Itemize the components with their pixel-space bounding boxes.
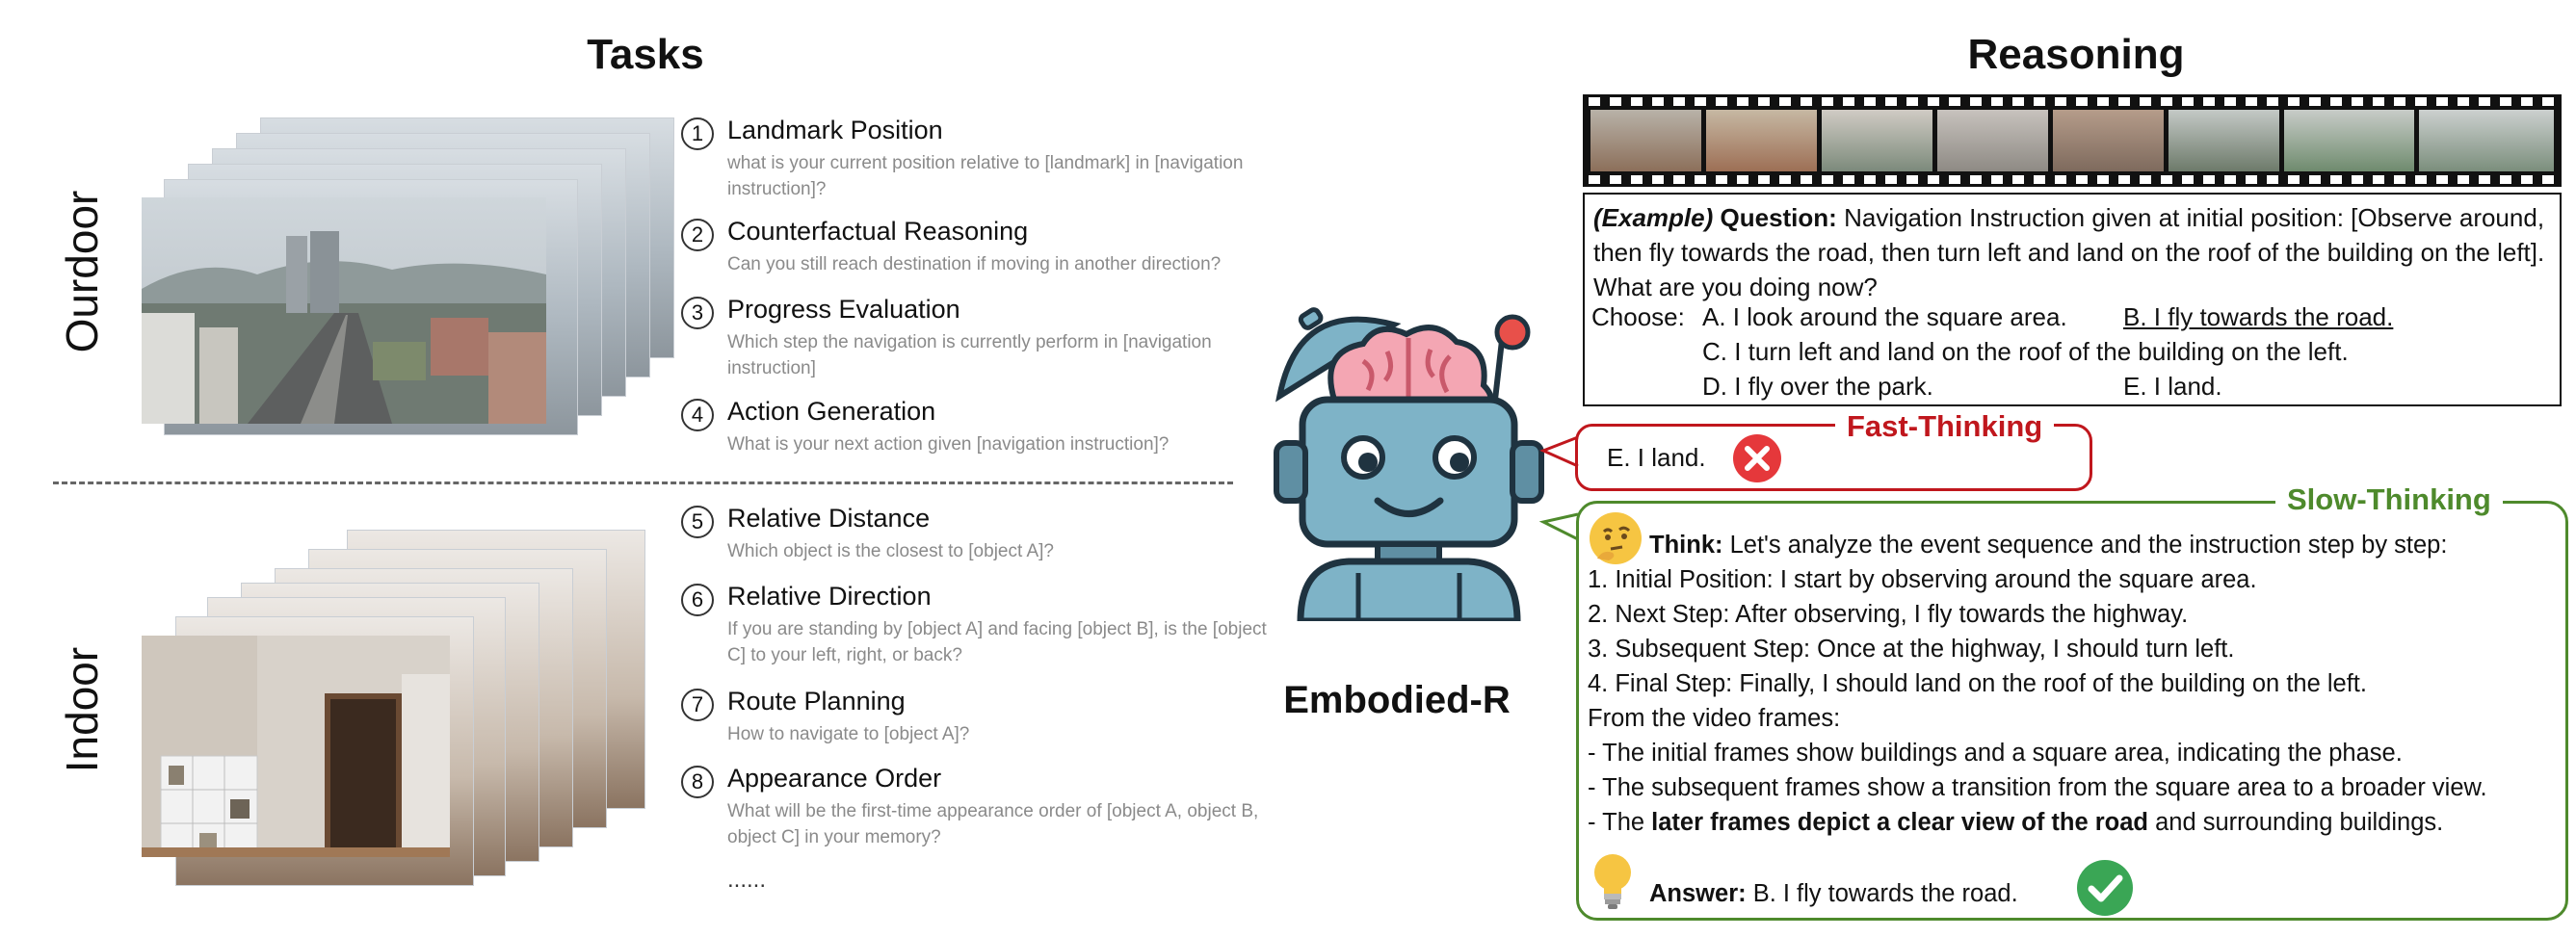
fast-pointer bbox=[1539, 435, 1579, 468]
video-frame bbox=[2169, 110, 2279, 171]
reasoning-heading: Reasoning bbox=[1967, 31, 2185, 78]
task-number: 1 bbox=[681, 117, 714, 150]
task-number: 4 bbox=[681, 399, 714, 431]
video-frame bbox=[1590, 110, 1701, 171]
choice-a: A. I look around the square area. bbox=[1702, 302, 2067, 331]
step-2: 2. Next Step: After observing, I fly tow… bbox=[1588, 601, 2189, 628]
task-description: Can you still reach destination if movin… bbox=[727, 254, 1222, 274]
step-4: 4. Final Step: Finally, I should land on… bbox=[1588, 670, 2367, 697]
question-box: (Example) Question: Navigation Instructi… bbox=[1583, 193, 2562, 406]
observation-3-prefix: - The bbox=[1588, 809, 1652, 836]
task-description: what is your current position relative t… bbox=[727, 153, 1244, 199]
task-number: 2 bbox=[681, 219, 714, 251]
indoor-room-photo bbox=[142, 636, 450, 857]
answer-line: Answer: B. I fly towards the road. bbox=[1649, 880, 2018, 908]
video-frame bbox=[2419, 110, 2554, 171]
question-label: Question: bbox=[1720, 203, 1837, 232]
task-number: 8 bbox=[681, 766, 714, 798]
choice-e: E. I land. bbox=[2123, 372, 2222, 401]
tasks-heading: Tasks bbox=[587, 31, 704, 78]
video-frames-intro: From the video frames: bbox=[1588, 705, 1841, 732]
slow-thinking-box bbox=[1576, 501, 2568, 921]
task-description: What is your next action given [navigati… bbox=[727, 434, 1170, 455]
task-description: Which step the navigation is currently p… bbox=[727, 332, 1212, 378]
outdoor-label: Ourdoor bbox=[57, 190, 107, 353]
question-text: (Example) Question: Navigation Instructi… bbox=[1593, 200, 2547, 304]
slow-thinking-label: Slow-Thinking bbox=[2275, 482, 2503, 517]
answer-label: Answer: bbox=[1649, 880, 1747, 907]
robot-icon bbox=[1274, 307, 1544, 621]
observation-2: - The subsequent frames show a transitio… bbox=[1588, 774, 2487, 801]
thinking-face-icon bbox=[1590, 512, 1642, 564]
fast-answer: E. I land. bbox=[1607, 443, 1706, 472]
answer-text: B. I fly towards the road. bbox=[1752, 880, 2018, 907]
task-number: 6 bbox=[681, 584, 714, 616]
section-divider bbox=[53, 482, 1233, 484]
fast-thinking-box bbox=[1575, 424, 2092, 491]
fast-thinking-label: Fast-Thinking bbox=[1835, 409, 2055, 444]
lightbulb-icon bbox=[1594, 854, 1631, 909]
think-line: Think: Let's analyze the event sequence … bbox=[1649, 532, 2447, 560]
task-description: What will be the first-time appearance o… bbox=[727, 801, 1259, 847]
video-film-strip bbox=[1583, 94, 2562, 187]
task-title: Relative Distance bbox=[727, 504, 931, 533]
task-number: 5 bbox=[681, 506, 714, 538]
correct-icon bbox=[2077, 860, 2133, 916]
think-text: Let's analyze the event sequence and the… bbox=[1729, 532, 2448, 559]
indoor-label: Indoor bbox=[57, 646, 107, 773]
task-ellipsis: ...... bbox=[727, 867, 767, 893]
observation-3-bold: later frames depict a clear view of the … bbox=[1651, 809, 2149, 836]
wrong-icon bbox=[1733, 434, 1781, 482]
choice-b: B. I fly towards the road. bbox=[2123, 302, 2394, 331]
task-title: Counterfactual Reasoning bbox=[727, 217, 1029, 246]
robot-title: Embodied-R bbox=[1283, 679, 1511, 721]
task-title: Appearance Order bbox=[727, 764, 942, 793]
task-description: How to navigate to [object A]? bbox=[727, 724, 970, 744]
task-number: 7 bbox=[681, 689, 714, 721]
video-frame bbox=[2053, 110, 2164, 171]
task-title: Action Generation bbox=[727, 397, 936, 426]
step-1: 1. Initial Position: I start by observin… bbox=[1588, 566, 2257, 593]
question-body: Navigation Instruction given at initial … bbox=[1593, 203, 2545, 301]
video-frame bbox=[2284, 110, 2414, 171]
outdoor-city-photo bbox=[142, 197, 546, 424]
video-frame bbox=[1822, 110, 1932, 171]
task-description: If you are standing by [object A] and fa… bbox=[727, 619, 1267, 665]
task-description: Which object is the closest to [object A… bbox=[727, 541, 1055, 561]
video-frame bbox=[1937, 110, 2048, 171]
observation-3-suffix: and surrounding buildings. bbox=[2148, 809, 2444, 836]
observation-1: - The initial frames show buildings and … bbox=[1588, 740, 2403, 767]
step-3: 3. Subsequent Step: Once at the highway,… bbox=[1588, 636, 2235, 663]
task-number: 3 bbox=[681, 297, 714, 329]
observation-3: - The later frames depict a clear view o… bbox=[1588, 809, 2443, 837]
task-title: Route Planning bbox=[727, 687, 906, 716]
think-label: Think: bbox=[1649, 532, 1723, 559]
task-title: Landmark Position bbox=[727, 116, 943, 144]
task-title: Relative Direction bbox=[727, 582, 932, 611]
choose-label: Choose: bbox=[1591, 302, 1685, 331]
task-title: Progress Evaluation bbox=[727, 295, 960, 324]
slow-pointer bbox=[1539, 512, 1579, 541]
example-tag: (Example) bbox=[1593, 203, 1714, 232]
choice-d: D. I fly over the park. bbox=[1702, 372, 1933, 401]
choice-c: C. I turn left and land on the roof of t… bbox=[1702, 337, 2349, 366]
video-frame bbox=[1706, 110, 1817, 171]
